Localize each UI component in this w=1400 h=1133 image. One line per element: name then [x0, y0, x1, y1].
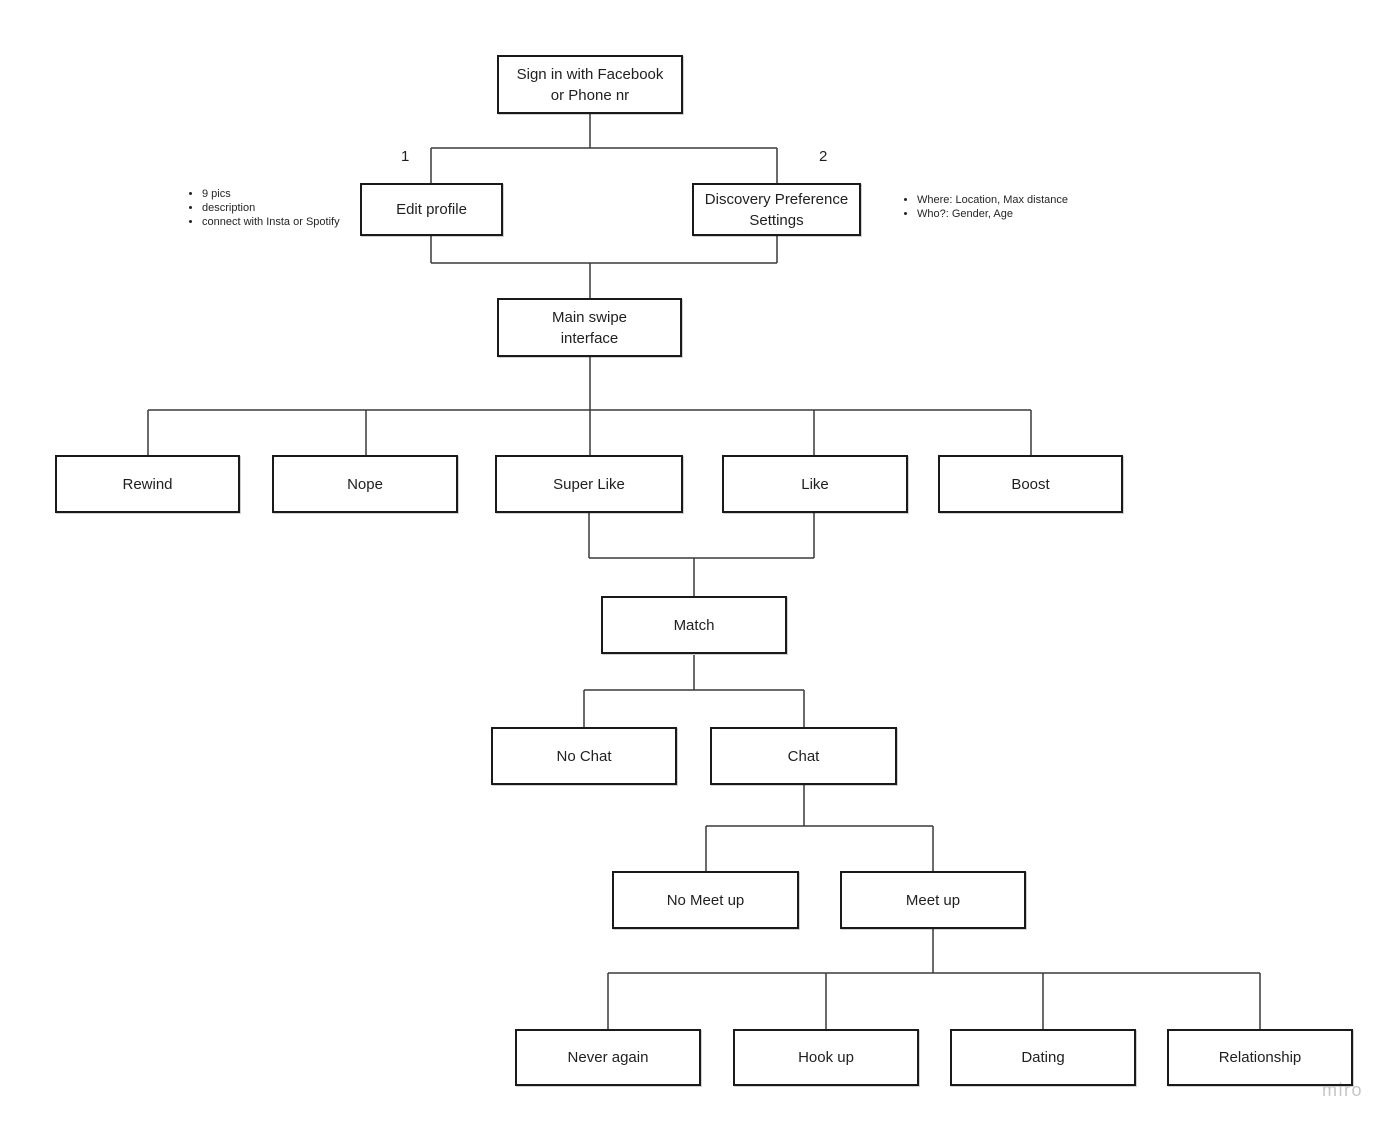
node-match[interactable]: Match — [601, 596, 787, 654]
miro-watermark: miro — [1322, 1080, 1363, 1100]
node-signin[interactable]: Sign in with Facebook or Phone nr — [497, 55, 683, 114]
node-hook-up[interactable]: Hook up — [733, 1029, 919, 1086]
node-label: Boost — [1011, 475, 1050, 493]
node-label: Edit profile — [396, 201, 467, 218]
node-nope[interactable]: Nope — [272, 455, 458, 513]
branch-label-1: 1 — [401, 148, 410, 165]
node-no-chat[interactable]: No Chat — [491, 727, 677, 785]
branch-label-2: 2 — [819, 148, 828, 165]
node-label: Chat — [787, 747, 820, 765]
note-item: Who?: Gender, Age — [917, 207, 1068, 221]
node-boost[interactable]: Boost — [938, 455, 1123, 513]
node-label: Main swipe interface — [551, 308, 628, 347]
note-item: description — [202, 201, 340, 215]
discovery-notes[interactable]: Where: Location, Max distance Who?: Gend… — [903, 193, 1068, 221]
node-never-again[interactable]: Never again — [515, 1029, 701, 1086]
note-item: 9 pics — [202, 187, 340, 201]
node-label: Like — [801, 475, 829, 493]
node-label: Meet up — [905, 891, 961, 909]
node-dating[interactable]: Dating — [950, 1029, 1136, 1086]
node-label: Nope — [347, 475, 383, 493]
node-label: No Chat — [556, 747, 612, 765]
node-chat[interactable]: Chat — [710, 727, 897, 785]
node-rewind[interactable]: Rewind — [55, 455, 240, 513]
node-no-meet-up[interactable]: No Meet up — [612, 871, 799, 929]
node-label: Never again — [567, 1049, 649, 1066]
node-relationship[interactable]: Relationship — [1167, 1029, 1353, 1086]
node-super-like[interactable]: Super Like — [495, 455, 683, 513]
node-label: Sign in with Facebook or Phone nr — [516, 65, 664, 104]
node-label: Relationship — [1218, 1049, 1302, 1066]
node-edit-profile[interactable]: Edit profile — [360, 183, 503, 236]
node-discovery-preference-settings[interactable]: Discovery Preference Settings — [692, 183, 861, 236]
node-label: Discovery Preference Settings — [704, 190, 849, 229]
node-like[interactable]: Like — [722, 455, 908, 513]
node-label: Super Like — [553, 475, 625, 493]
node-label: Match — [673, 616, 715, 634]
node-main-swipe-interface[interactable]: Main swipe interface — [497, 298, 682, 357]
edit-profile-notes[interactable]: 9 pics description connect with Insta or… — [188, 187, 340, 229]
node-label: No Meet up — [666, 891, 745, 909]
node-meet-up[interactable]: Meet up — [840, 871, 1026, 929]
node-label: Dating — [1021, 1049, 1065, 1066]
node-label: Rewind — [122, 475, 173, 493]
node-label: Hook up — [798, 1049, 854, 1066]
note-item: Where: Location, Max distance — [917, 193, 1068, 207]
note-item: connect with Insta or Spotify — [202, 215, 340, 229]
